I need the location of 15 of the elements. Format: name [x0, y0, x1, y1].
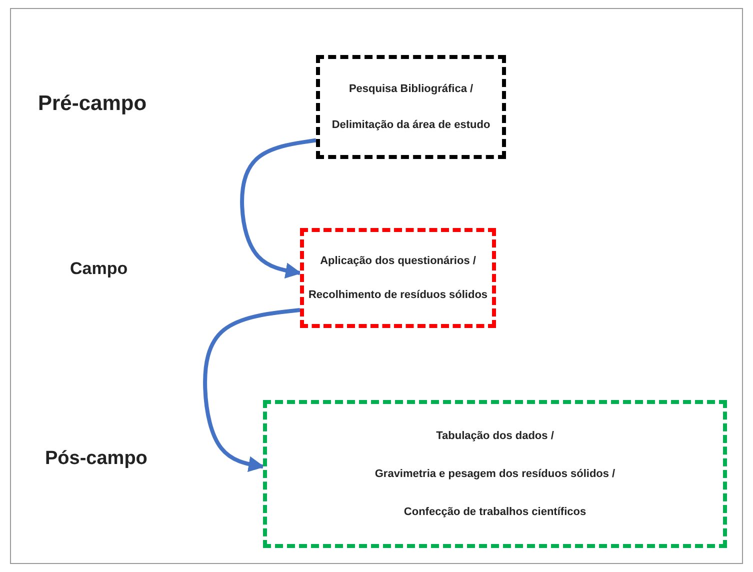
box-text: Delimitação da área de estudo — [332, 119, 490, 131]
curved-arrow — [240, 138, 316, 278]
stage-label: Campo — [70, 259, 128, 279]
curved-arrow — [203, 308, 300, 472]
dashed-process-box — [300, 228, 496, 328]
box-text: Gravimetria e pesagem dos resíduos sólidos / — [374, 468, 616, 480]
box-text: Pesquisa Bibliográfica / — [348, 83, 474, 95]
stage-label: Pós-campo — [45, 448, 148, 470]
box-text: Aplicação dos questionários / — [320, 254, 476, 267]
stage-label: Pré-campo — [38, 92, 147, 116]
dashed-process-box — [316, 55, 506, 159]
box-text: Confecção de trabalhos científicos — [404, 506, 586, 518]
box-text: Tabulação dos dados / — [436, 430, 554, 442]
dashed-process-box — [263, 400, 727, 548]
box-text: Recolhimento de resíduos sólidos — [308, 289, 488, 302]
